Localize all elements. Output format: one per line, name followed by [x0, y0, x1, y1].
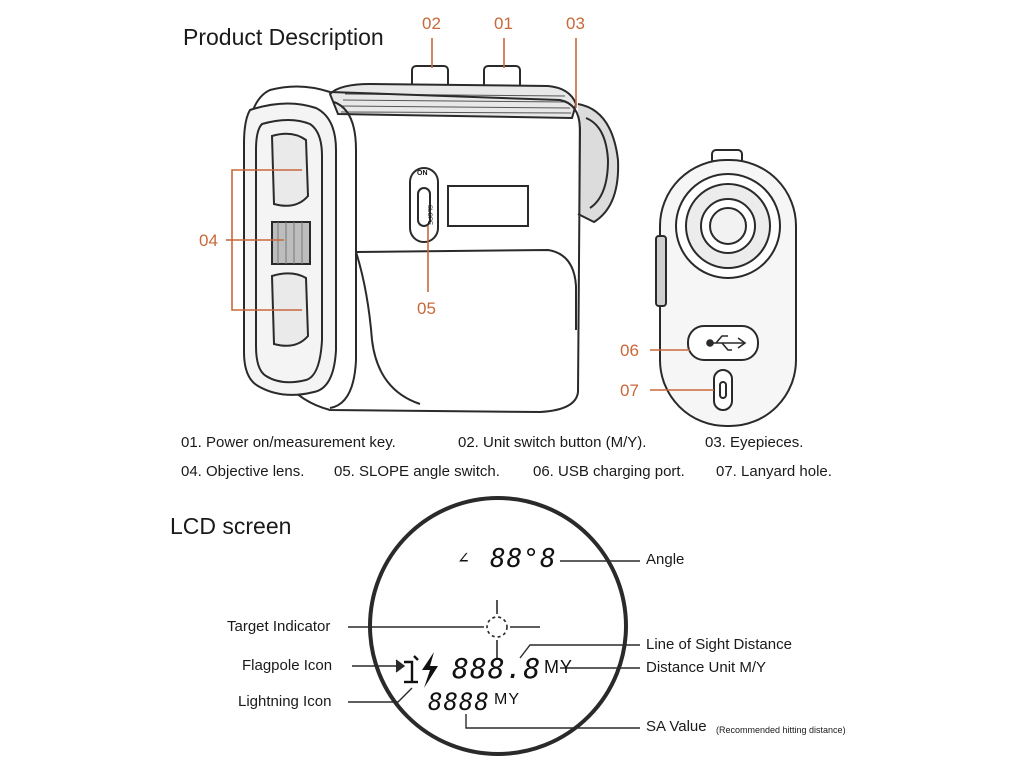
flagpole-label: Flagpole Icon	[242, 657, 333, 674]
lanyard-hole	[713, 369, 733, 411]
on-label: ON	[417, 170, 428, 177]
distance-readout: 888.8	[452, 652, 542, 685]
line-of-sight-label: Line of Sight Distance	[646, 636, 792, 653]
lcd-screen-title: LCD screen	[170, 513, 292, 539]
legend-item-07: 07. Lanyard hole.	[716, 463, 832, 480]
legend-item-02: 02. Unit switch button (M/Y).	[458, 434, 647, 451]
legend-item-06: 06. USB charging port.	[533, 463, 685, 480]
sa-unit: MY	[494, 691, 520, 708]
flagpole-icon	[404, 655, 419, 684]
legend-item-01: 01. Power on/measurement key.	[181, 434, 396, 451]
slope-label: SLOPE	[426, 205, 432, 226]
lcd-callout-lines	[348, 560, 640, 729]
callout-07: 07	[620, 381, 639, 400]
callout-02: 02	[422, 14, 441, 33]
target-indicator-label: Target Indicator	[227, 618, 331, 635]
lcd-screen-view	[368, 496, 628, 756]
sa-value-note: (Recommended hitting distance)	[716, 725, 846, 735]
angle-symbol: ∠	[458, 548, 470, 569]
legend-item-05: 05. SLOPE angle switch.	[334, 463, 500, 480]
crosshair	[446, 600, 540, 660]
sa-readout: 8888	[428, 688, 490, 716]
callout-03: 03	[566, 14, 585, 33]
rangefinder-side-view	[243, 65, 620, 414]
distance-unit: MY	[544, 657, 573, 677]
angle-readout: 88°8	[490, 544, 557, 574]
angle-label: Angle	[646, 551, 685, 568]
rangefinder-rear-view	[655, 149, 797, 427]
legend-item-03: 03. Eyepieces.	[705, 434, 804, 451]
product-description-title: Product Description	[183, 24, 384, 50]
legend-item-04: 04. Objective lens.	[181, 463, 305, 480]
callout-lines	[226, 38, 714, 391]
lightning-label: Lightning Icon	[238, 693, 332, 710]
callout-04: 04	[199, 231, 218, 250]
callout-05: 05	[417, 299, 436, 318]
lightning-icon	[422, 652, 438, 688]
callout-01: 01	[494, 14, 513, 33]
callout-06: 06	[620, 341, 639, 360]
slope-switch	[409, 167, 439, 243]
sa-value-label: SA Value	[646, 718, 707, 735]
distance-unit-label: Distance Unit M/Y	[646, 659, 767, 676]
